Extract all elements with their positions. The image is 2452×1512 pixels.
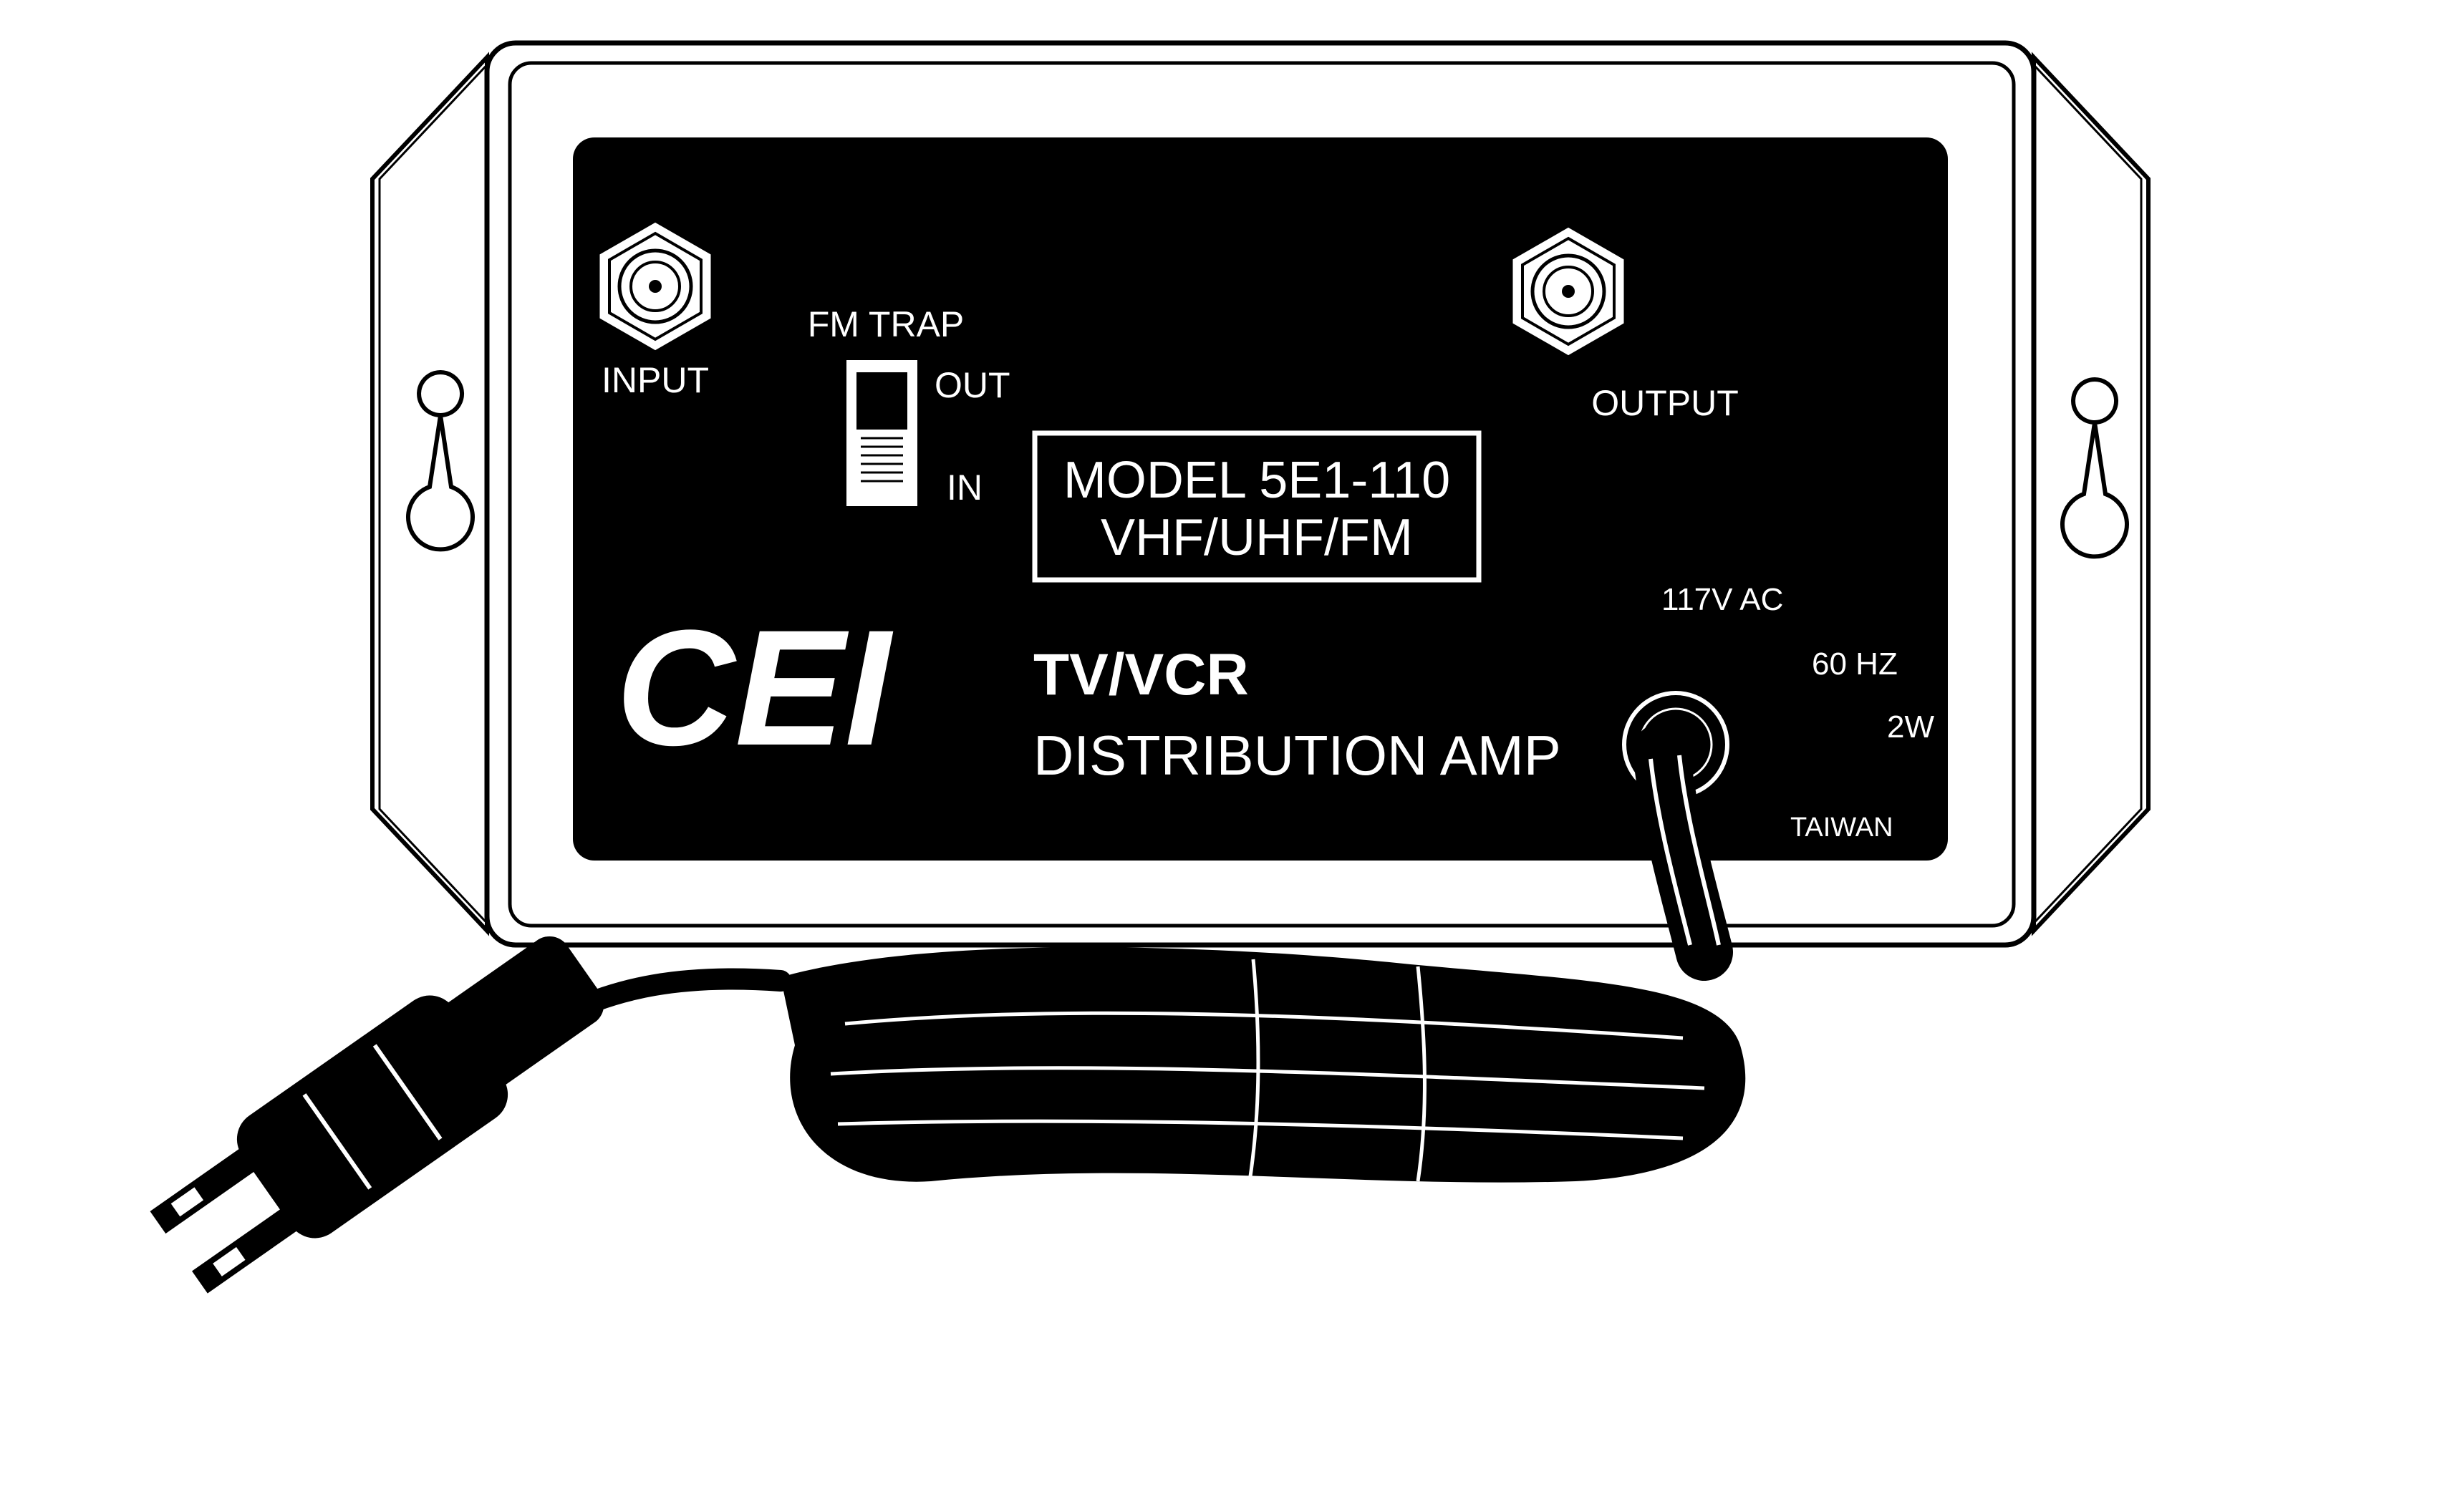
fm-trap-switch: [846, 360, 917, 506]
product-line-2: DISTRIBUTION AMP: [1033, 724, 1561, 787]
two-prong-plug-icon: [150, 936, 604, 1294]
input-connector: [596, 218, 715, 354]
spec-power: 2W: [1887, 709, 1934, 745]
mounting-flange-right: [2025, 52, 2151, 936]
brand-logo: CEI: [616, 596, 894, 780]
keyhole-icon: [406, 370, 475, 552]
fm-trap-in-label: IN: [947, 467, 983, 508]
model-line-2: VHF/UHF/FM: [1101, 509, 1413, 566]
spec-voltage: 117V AC: [1661, 582, 1783, 617]
model-line-1: MODEL 5E1-110: [1063, 452, 1450, 509]
power-cord: [1633, 723, 1733, 981]
spec-frequency: 60 HZ: [1812, 646, 1898, 682]
spec-origin: TAIWAN: [1790, 813, 1893, 843]
fm-trap-out-label: OUT: [935, 365, 1010, 405]
coiled-cord: [781, 947, 1746, 1183]
model-box: [1032, 430, 1482, 583]
product-line-1: TV/VCR: [1033, 642, 1249, 707]
fm-trap-title: FM TRAP: [808, 304, 965, 344]
output-label: OUTPUT: [1591, 383, 1739, 423]
keyhole-icon: [2060, 377, 2129, 559]
input-label: INPUT: [602, 360, 709, 400]
mounting-flange-left: [370, 52, 496, 936]
output-connector: [1509, 223, 1628, 359]
